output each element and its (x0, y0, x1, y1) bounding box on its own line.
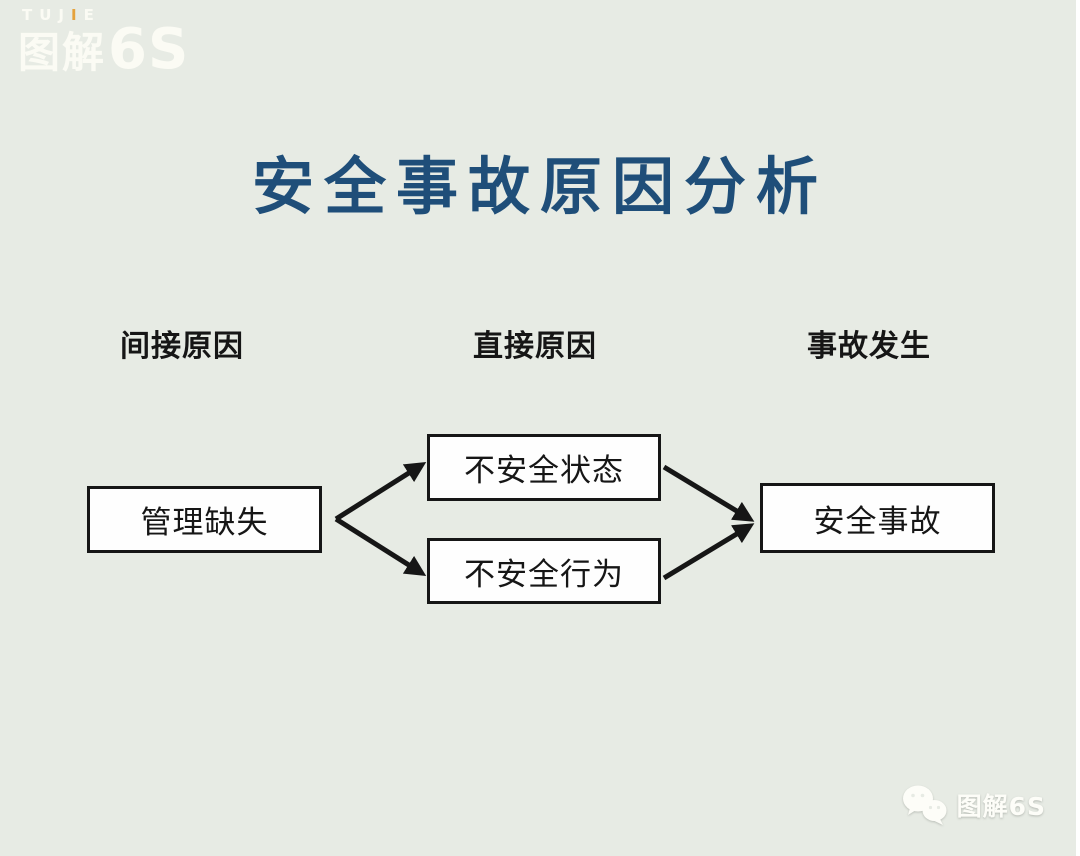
column-header-indirect-cause: 间接原因 (120, 329, 244, 364)
page-title: 安全事故原因分析 (251, 150, 828, 223)
node-unsafe-behavior: 不安全行为 (427, 538, 661, 604)
watermark-label: 图解6S (956, 792, 1046, 821)
arrow-indirect-to-unsafe-behavior (334, 516, 427, 576)
logo-6s-text: 6S (108, 17, 190, 82)
node-unsafe-condition: 不安全状态 (427, 434, 661, 501)
logo-latin-prefix: TUJ (22, 6, 71, 24)
tujie-logo: TUJIE 图解 6S (18, 8, 190, 82)
column-header-accident-occurrence: 事故发生 (807, 329, 931, 364)
arrow-unsafe-behavior-to-accident (662, 523, 755, 581)
node-safety-accident: 安全事故 (760, 483, 995, 553)
arrow-unsafe-condition-to-accident (662, 464, 755, 522)
logo-cn-text: 图解 (18, 28, 107, 78)
column-header-direct-cause: 直接原因 (473, 329, 597, 364)
right-edge-strip (1076, 0, 1080, 856)
wechat-icon (901, 784, 949, 826)
logo-latin-accent: I (71, 6, 84, 24)
logo-latin-text: TUJIE (22, 8, 189, 23)
logo-latin-suffix: E (83, 6, 101, 24)
logo-main-row: 图解 6S (18, 17, 190, 82)
node-management-deficiency: 管理缺失 (87, 486, 322, 553)
wechat-watermark: 图解6S (901, 784, 1046, 826)
arrow-indirect-to-unsafe-condition (334, 462, 427, 522)
